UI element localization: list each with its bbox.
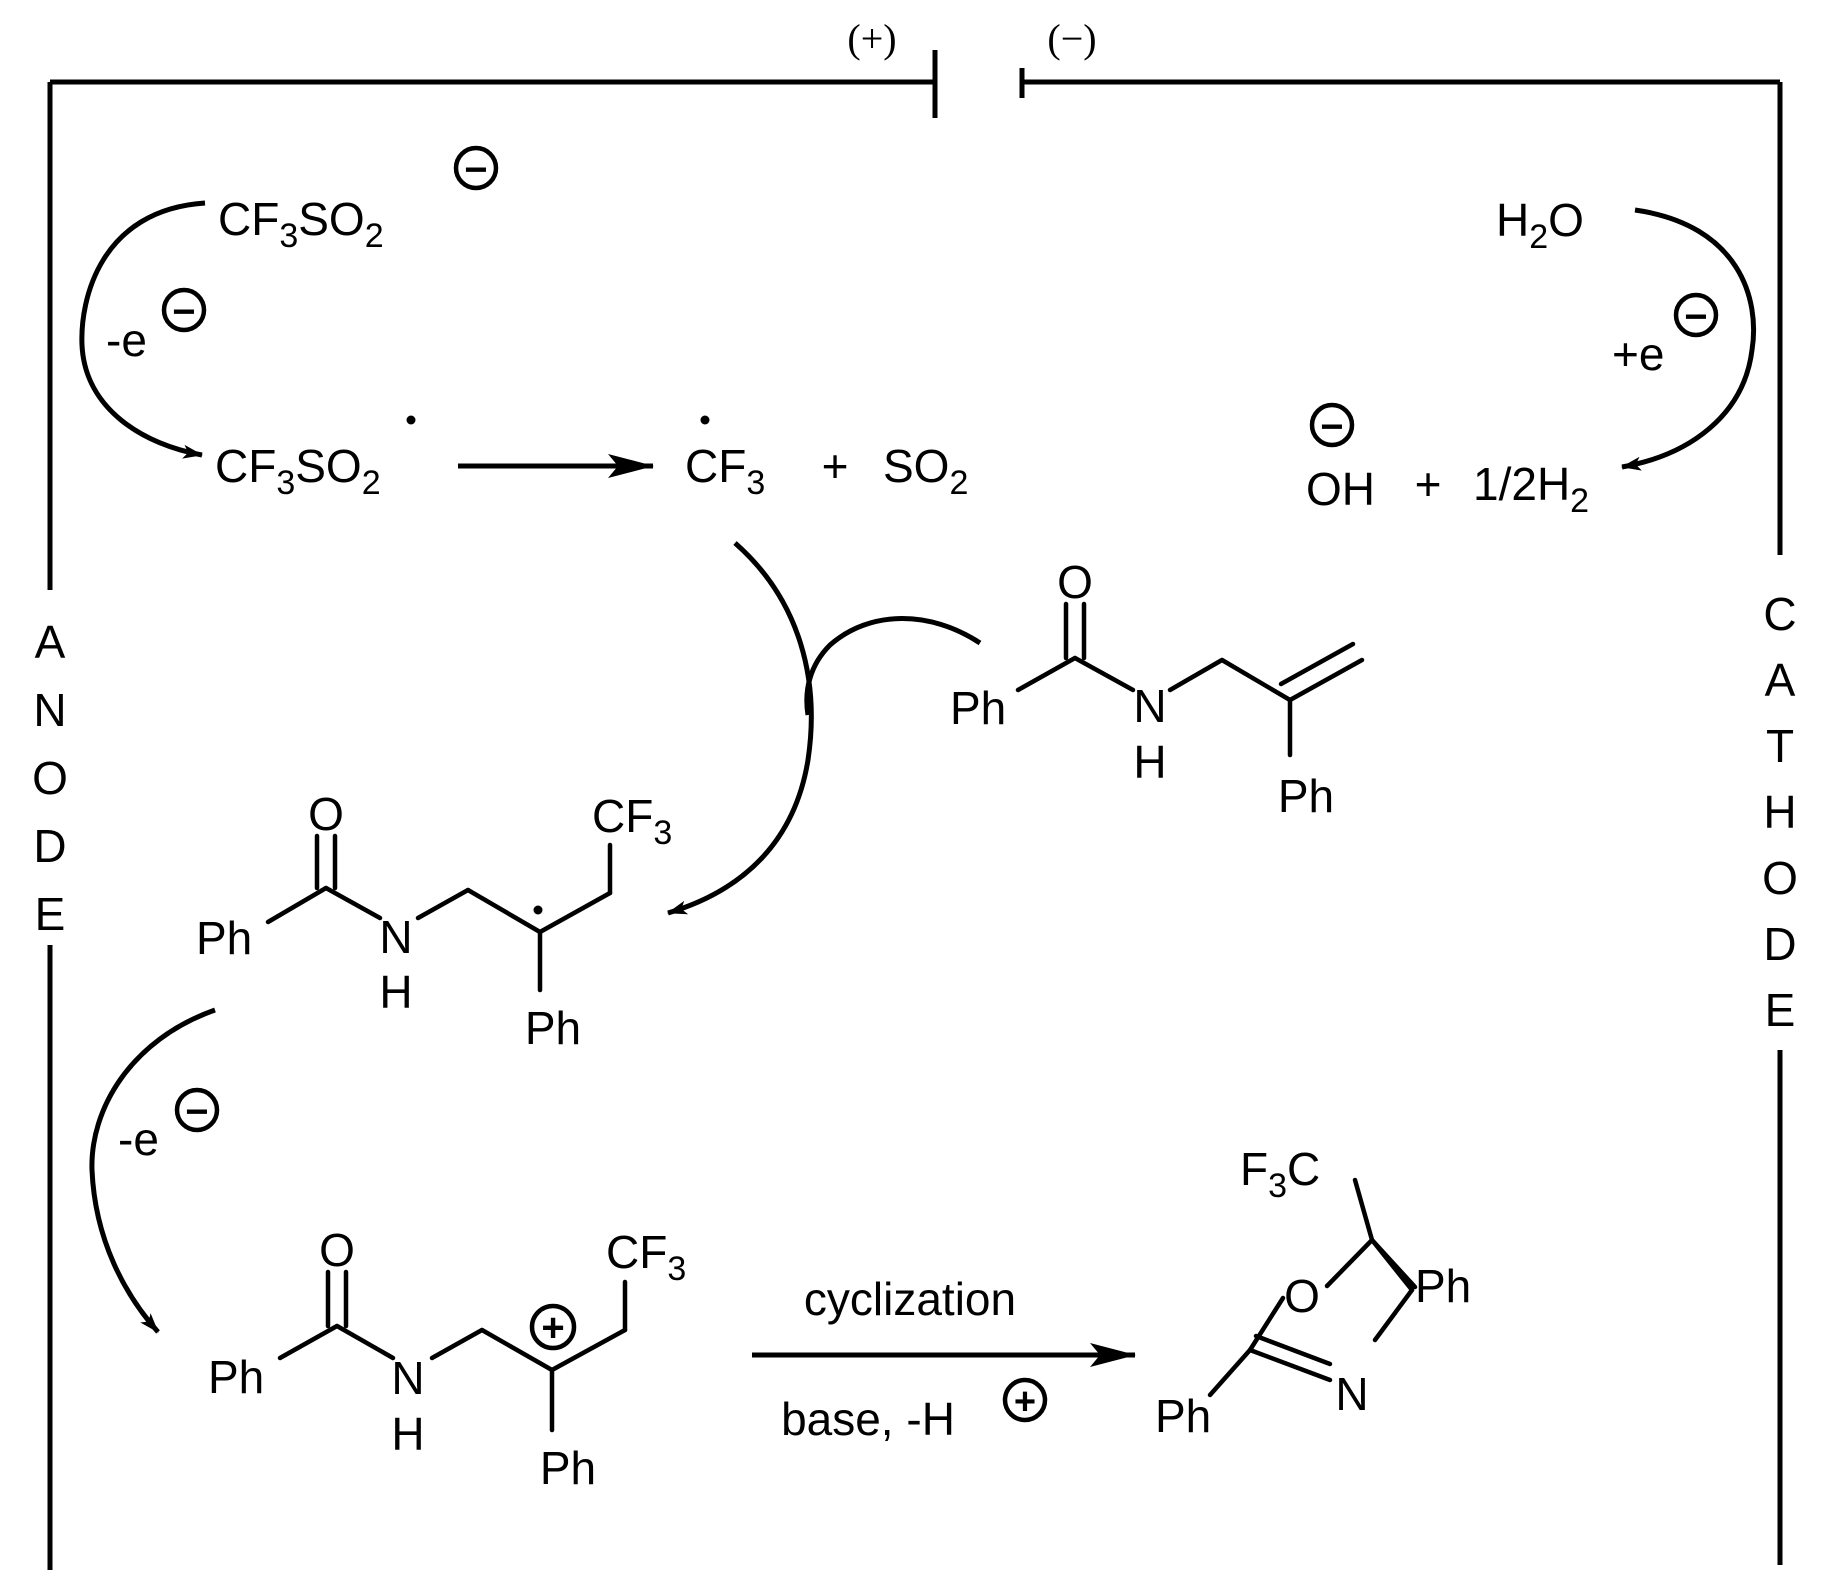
product-ring-n: N [1335,1368,1368,1420]
cation-amide-n: N [391,1352,424,1404]
radical-phenyl: Ph [196,912,252,964]
positive-charge-icon: + [1002,1377,1048,1423]
svg-text:−: − [172,290,195,334]
sulfur-dioxide: SO2 [883,440,968,502]
water: H2O [1496,194,1584,256]
svg-text:−: − [464,148,487,192]
cation-cf3: CF3 [606,1226,686,1288]
anode-letter: D [33,820,66,872]
svg-text:+: + [541,1306,564,1350]
radical-intermediate: O Ph N H CF3 Ph [196,788,672,1054]
product-quaternary-phenyl: Ph [1415,1260,1471,1312]
cathode-letter: O [1762,852,1798,904]
cation-amide-h: H [391,1408,424,1460]
hydrogen-gas: 1/2H2 [1473,458,1589,520]
plus-sign: + [822,440,849,492]
negative-charge-icon: − [1673,292,1719,339]
trifluoromethyl-radical: CF3 [685,440,765,502]
radical-benzylic-phenyl: Ph [525,1002,581,1054]
triflyl-radical: CF3SO2 [215,440,381,502]
substrate-molecule: O Ph N H Ph [950,556,1365,822]
svg-text:−: − [1320,405,1343,449]
negative-terminal-label: (−) [1047,16,1096,61]
substrate-vinyl-phenyl: Ph [1278,770,1334,822]
product-phenyl: Ph [1155,1390,1211,1442]
cation-benzylic-phenyl: Ph [540,1442,596,1494]
negative-charge-icon: − [174,1087,220,1134]
positive-terminal-label: (+) [847,16,896,61]
oxidation-arrow-2 [89,1007,216,1334]
base-condition: base, -H [781,1393,955,1445]
cathode-letter: E [1765,984,1796,1036]
anode-label: A N O D E [32,616,68,940]
substrate-carbonyl-o: O [1057,556,1093,608]
cathode-letter: C [1763,588,1796,640]
anode-letter: A [35,616,66,668]
cathode-letter: T [1766,720,1794,772]
svg-text:−: − [185,1090,208,1134]
radical-amide-h: H [379,966,412,1018]
negative-charge-icon: − [161,287,207,334]
radical-amide-n: N [379,911,412,963]
triflinate-anion: CF3SO2 [218,193,384,255]
anode-letter: N [33,684,66,736]
hydroxide: OH [1306,463,1375,515]
radical-dot [533,905,543,915]
radical-cf3: CF3 [592,790,672,852]
substrate-amide-n: N [1133,680,1166,732]
oxazoline-product: F3C Ph O N Ph [1155,1143,1471,1442]
alkene-attack-arrow [804,616,982,716]
cation-intermediate: O Ph N H CF3 + Ph [208,1224,686,1494]
svg-text:−: − [1684,295,1707,339]
electron-gain-label: +e [1612,328,1664,380]
negative-charge-icon: − [453,145,499,192]
anode-letter: E [35,888,66,940]
radical-carbonyl-o: O [308,788,344,840]
oxidation-arrow-1 [79,200,206,459]
reduction-arrow [1621,207,1757,471]
cation-phenyl: Ph [208,1351,264,1403]
cathode-letter: D [1763,918,1796,970]
substrate-phenyl: Ph [950,682,1006,734]
radical-dot [700,415,710,425]
electron-loss-label-2: -e [118,1113,159,1165]
svg-text:+: + [1014,1381,1036,1423]
cathode-letter: A [1765,654,1796,706]
substrate-amide-h: H [1133,736,1166,788]
cathode-label: C A T H O D E [1762,588,1798,1036]
product-ring-o: O [1284,1270,1320,1322]
cation-carbonyl-o: O [319,1224,355,1276]
cyclization-condition: cyclization [804,1273,1016,1325]
product-cf3: F3C [1240,1143,1320,1205]
negative-charge-icon: − [1309,402,1355,449]
circuit-wires [47,50,1783,1570]
cathode-letter: H [1763,786,1796,838]
plus-sign: + [1415,458,1442,510]
anode-letter: O [32,752,68,804]
electron-loss-label-1: -e [106,314,147,366]
radical-dot [406,415,416,425]
positive-charge-icon: + [529,1303,577,1351]
radical-addition-arrow [667,541,814,916]
